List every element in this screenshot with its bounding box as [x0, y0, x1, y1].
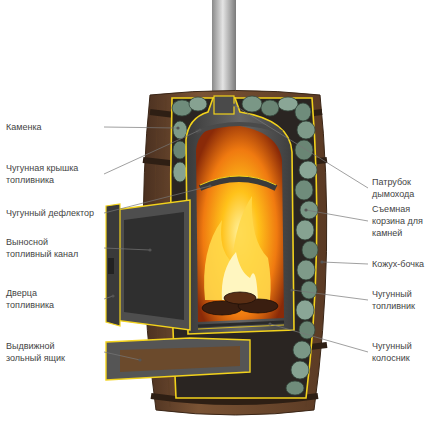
- flue-collar: [214, 96, 234, 114]
- door-handle: [108, 258, 114, 274]
- part-label: Чугунный колосник: [372, 340, 434, 364]
- ash: [120, 346, 240, 372]
- part-label: Чугунная крышка топливника: [6, 162, 88, 186]
- fire: [196, 124, 284, 322]
- grate-outline: [198, 325, 284, 329]
- part-label: Кожух-бочка: [372, 258, 436, 270]
- fuel-channel-inner: [124, 212, 184, 320]
- part-label: Выдвижной зольный ящик: [6, 340, 86, 364]
- part-label: Патрубок дымохода: [372, 176, 434, 200]
- fuel-channel: [114, 200, 190, 330]
- part-label: Чугунный топливник: [372, 288, 434, 312]
- part-label: Выносной топливный канал: [6, 236, 86, 260]
- leader-lines: [104, 105, 368, 360]
- flames: [204, 196, 271, 300]
- firebox-lid: [196, 124, 282, 132]
- leader-dots: [111, 103, 323, 361]
- part-label: Съемная корзина для камней: [372, 203, 434, 239]
- part-label: Чугунный дефлектор: [6, 207, 102, 219]
- ash-drawer: [106, 338, 250, 380]
- firebox: [186, 98, 294, 334]
- logs: [202, 292, 278, 315]
- part-label: Дверца топливника: [6, 287, 70, 311]
- firebox-door: [106, 204, 120, 326]
- deflector-outline: [200, 176, 276, 185]
- part-label: Каменка: [6, 121, 68, 133]
